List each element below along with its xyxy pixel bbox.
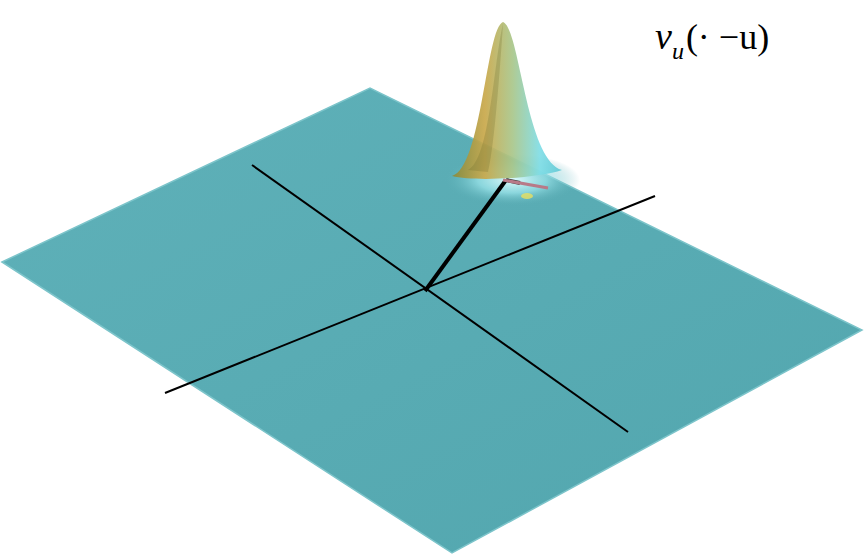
gaussian-bump: [452, 22, 562, 179]
plane: [2, 88, 862, 553]
bump-shade: [468, 24, 503, 172]
shift-vector: [425, 180, 506, 291]
pink-segment: [503, 180, 548, 188]
axis-line: [165, 196, 655, 393]
formula-label: vu(· −u): [655, 14, 769, 58]
bump-spot: [521, 193, 533, 199]
axis-line: [252, 165, 628, 432]
argument: (· −u): [686, 17, 769, 57]
subscript: u: [672, 38, 684, 64]
function-symbol: v: [655, 15, 672, 57]
